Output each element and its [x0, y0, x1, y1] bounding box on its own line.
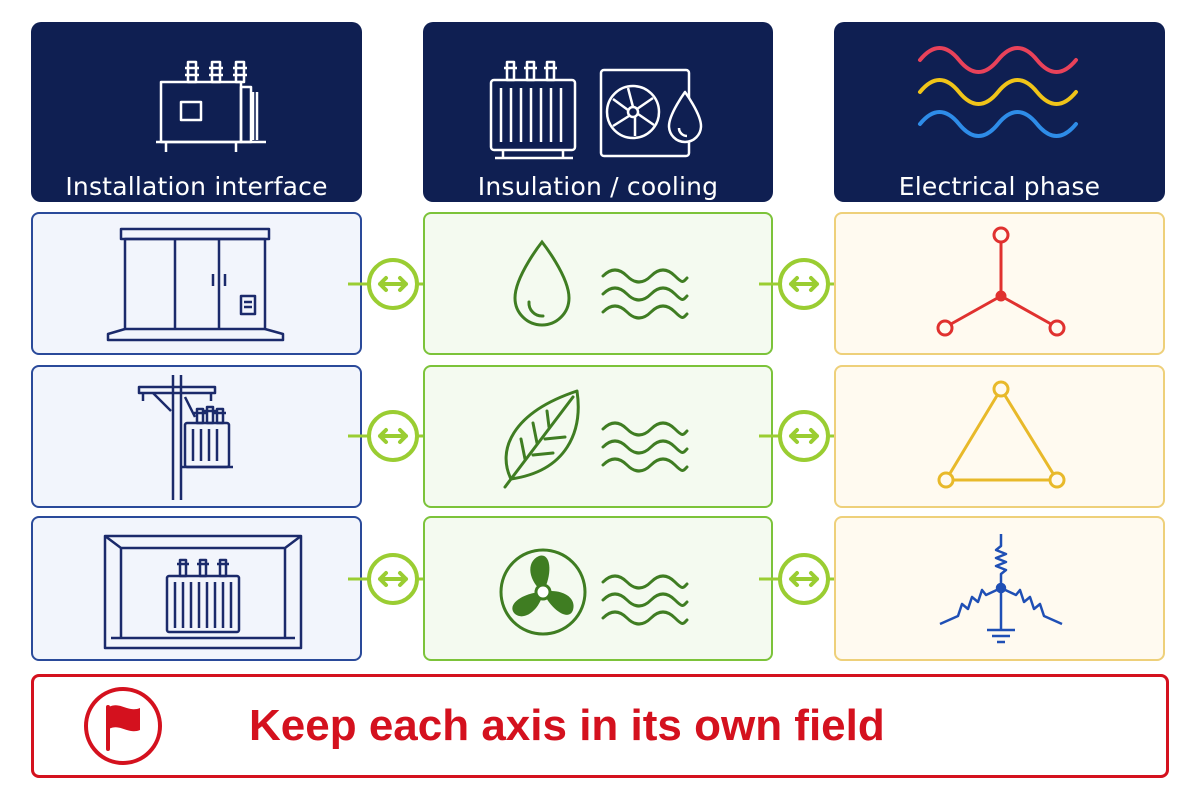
pole-mounted-transformer-icon [137, 375, 233, 500]
star-wye-connection-icon [936, 226, 1066, 337]
header-installation-interface: Installation interface [31, 22, 362, 202]
connector-row2-left [348, 406, 438, 466]
cell-oil-insulation [423, 212, 773, 355]
oil-drop-icon [513, 239, 689, 327]
cell-grounded-wye [834, 516, 1165, 661]
column-title: Electrical phase [898, 172, 1101, 201]
kiosk-substation-icon [106, 227, 285, 342]
flag-icon [84, 687, 162, 765]
connector-row1-left [348, 254, 438, 314]
header-insulation-cooling: Insulation / cooling [423, 22, 773, 202]
double-arrow-icon [348, 410, 438, 462]
leaf-icon [503, 389, 689, 489]
transformer-icon [156, 60, 266, 152]
cell-star-connection [834, 212, 1165, 355]
cell-forced-air-cooling [423, 516, 773, 661]
cell-indoor-room [31, 516, 362, 661]
double-arrow-icon [759, 258, 849, 310]
three-phase-waves-icon [918, 46, 1078, 138]
cell-pole-mounted [31, 365, 362, 508]
transformer-cooling-unit-icon [489, 60, 703, 160]
double-arrow-icon [348, 258, 438, 310]
connector-row3-left [348, 549, 438, 609]
warning-banner: Keep each axis in its own field [31, 674, 1169, 778]
connector-row1-right [759, 254, 849, 314]
cell-biodegradable-insulation [423, 365, 773, 508]
double-arrow-icon [759, 553, 849, 605]
banner-message: Keep each axis in its own field [249, 701, 885, 750]
connector-row3-right [759, 549, 849, 609]
column-title: Insulation / cooling [477, 172, 719, 201]
indoor-transformer-room-icon [103, 534, 303, 650]
grounded-wye-connection-icon [939, 534, 1063, 644]
cell-delta-connection [834, 365, 1165, 508]
column-title: Installation interface [65, 172, 328, 201]
header-electrical-phase: Electrical phase [834, 22, 1165, 202]
fan-icon [499, 548, 689, 636]
delta-connection-icon [937, 380, 1066, 489]
cell-kiosk-substation [31, 212, 362, 355]
double-arrow-icon [348, 553, 438, 605]
